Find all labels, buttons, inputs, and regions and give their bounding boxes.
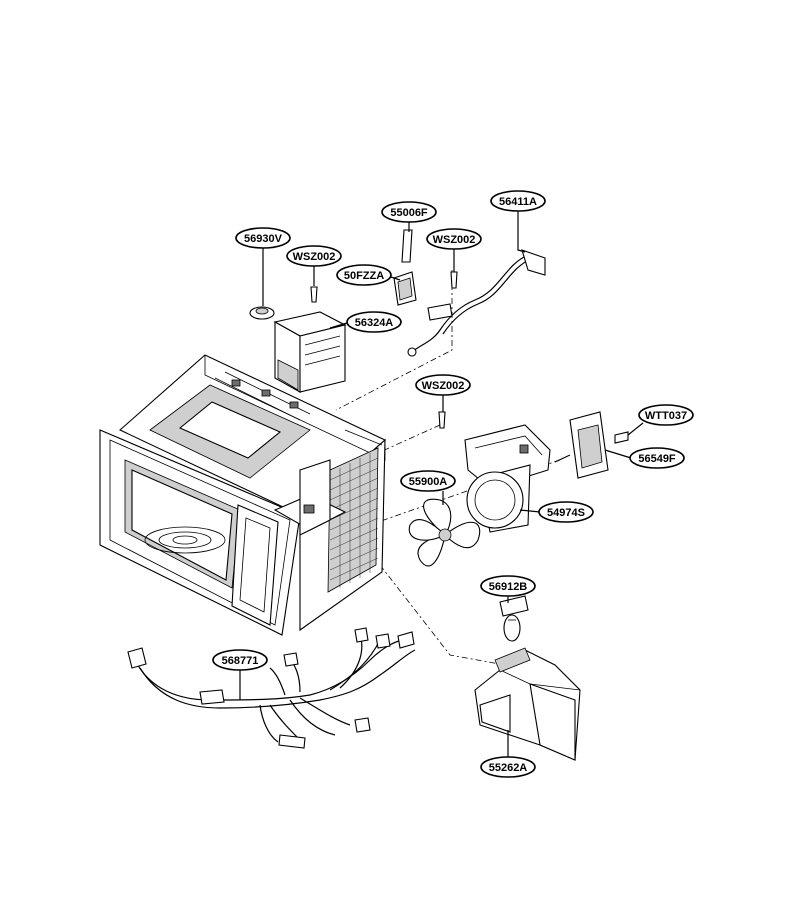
callout-56324A: 56324A	[346, 311, 402, 333]
leader-lines	[239, 211, 644, 757]
callout-text: WSZ002	[293, 251, 336, 263]
callout-text: 55262A	[489, 762, 528, 774]
wire-harness-part	[127, 627, 416, 749]
callout-text: WSZ002	[433, 234, 476, 246]
callout-text: 54974S	[547, 507, 585, 519]
callout-55006F: 55006F	[381, 201, 437, 223]
thermostat-part	[249, 306, 275, 320]
callout-text: 55006F	[390, 207, 428, 219]
callout-50FZZA: 50FZZA	[336, 264, 392, 286]
power-cord-part	[407, 249, 546, 357]
callout-55900A: 55900A	[400, 470, 456, 492]
callout-WSZ002-cord: WSZ002	[426, 228, 482, 250]
fan-motor-part	[554, 411, 629, 479]
callout-56549F: 56549F	[629, 447, 685, 469]
callout-text: WTT037	[645, 410, 687, 422]
lamp-part	[499, 595, 529, 642]
callout-55262A: 55262A	[480, 756, 536, 778]
cavity-chassis	[99, 354, 386, 636]
callout-text: 55900A	[409, 476, 448, 488]
fuse-part	[393, 229, 417, 306]
callout-54974S: 54974S	[538, 501, 594, 523]
callout-WSZ002-transformer: WSZ002	[286, 245, 342, 267]
callout-56912B: 56912B	[480, 575, 536, 597]
callout-56930V: 56930V	[235, 227, 291, 249]
callout-568771: 568771	[212, 649, 268, 671]
callout-text: 568771	[222, 655, 259, 667]
callout-text: WSZ002	[422, 380, 465, 392]
fan-blade-part	[408, 498, 481, 567]
transformer-part	[273, 311, 347, 393]
callout-text: 56411A	[499, 196, 537, 208]
callout-text: 56912B	[489, 581, 528, 593]
callout-56411A: 56411A	[490, 190, 546, 212]
callout-text: 56324A	[355, 317, 394, 329]
air-guide-part	[474, 647, 581, 761]
callout-WSZ002-bracket: WSZ002	[415, 374, 471, 396]
fan-bracket-part	[464, 424, 551, 533]
callout-text: 56930V	[244, 233, 283, 245]
callout-text: 50FZZA	[344, 270, 384, 282]
callout-text: 56549F	[638, 453, 676, 465]
callout-WTT037: WTT037	[638, 404, 694, 426]
